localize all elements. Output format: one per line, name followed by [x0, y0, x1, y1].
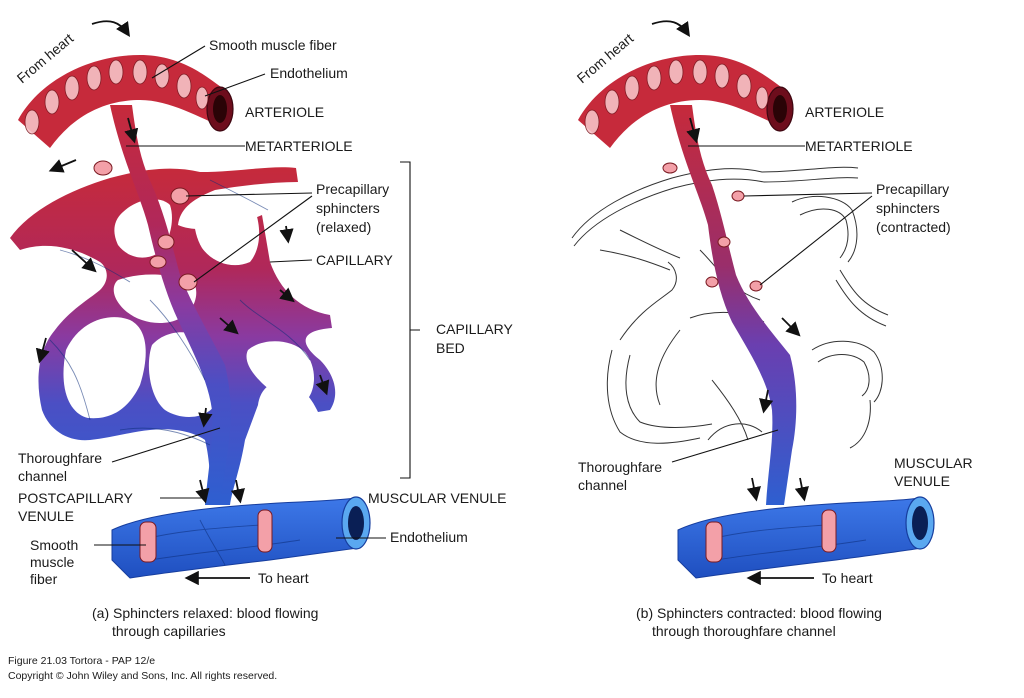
panel-a: From heart Smooth muscle fiber Endotheli…: [10, 20, 514, 639]
caption-a-2: through capillaries: [112, 623, 226, 639]
labels-a: From heart Smooth muscle fiber Endotheli…: [14, 30, 514, 639]
capillary-network-a: [10, 105, 336, 505]
to-heart-label-a: To heart: [258, 570, 309, 586]
credit-line-1: Figure 21.03 Tortora - PAP 12/e: [8, 655, 155, 667]
flow-arrows-a: [35, 20, 330, 586]
smooth-label-3: fiber: [30, 571, 58, 587]
metarteriole-label-a: METARTERIOLE: [245, 138, 353, 154]
capillary-bed-label-1: CAPILLARY: [436, 321, 513, 337]
capillary-bed-bracket: [400, 161, 420, 479]
panel-b: From heart ARTERIOLE METARTERIOLE Precap…: [571, 20, 973, 639]
postcapillary-label-1: POSTCAPILLARY: [18, 490, 134, 506]
precapillary-label-a-1: Precapillary: [316, 181, 389, 197]
precapillary-label-b-3: (contracted): [876, 219, 951, 235]
thoroughfare-label-a-1: Thoroughfare: [18, 450, 102, 466]
precapillary-label-b-2: sphincters: [876, 200, 940, 216]
precapillary-sphincters-b: [662, 162, 763, 292]
postcapillary-label-2: VENULE: [18, 508, 74, 524]
flow-arrows-b: [651, 20, 814, 586]
smooth-muscle-fiber-label: Smooth muscle fiber: [209, 37, 337, 53]
capillary-label: CAPILLARY: [316, 252, 393, 268]
muscular-venule-label-b-2: VENULE: [894, 473, 950, 489]
thoroughfare-channel-b: [670, 105, 797, 505]
caption-a-1: (a) Sphincters relaxed: blood flowing: [92, 605, 318, 621]
arteriole-label-b: ARTERIOLE: [805, 104, 884, 120]
muscular-venule-label-b-1: MUSCULAR: [894, 455, 973, 471]
figure-credit: Figure 21.03 Tortora - PAP 12/e Copyrigh…: [8, 655, 277, 682]
caption-b-2: through thoroughfare channel: [652, 623, 836, 639]
precapillary-label-a-3: (relaxed): [316, 219, 371, 235]
endothelium-bottom-label: Endothelium: [390, 529, 468, 545]
to-heart-label-b: To heart: [822, 570, 873, 586]
caption-b-1: (b) Sphincters contracted: blood flowing: [636, 605, 882, 621]
pointer-lines-b: [671, 145, 873, 463]
precapillary-label-b-1: Precapillary: [876, 181, 949, 197]
arteriole-b: [578, 55, 794, 148]
thoroughfare-label-b-2: channel: [578, 477, 627, 493]
thoroughfare-label-b-1: Thoroughfare: [578, 459, 662, 475]
capillary-network-b: [571, 166, 889, 449]
credit-line-2: Copyright © John Wiley and Sons, Inc. Al…: [8, 670, 277, 682]
smooth-label-1: Smooth: [30, 537, 78, 553]
muscular-venule-label-a: MUSCULAR VENULE: [368, 490, 506, 506]
capillary-bed-label-2: BED: [436, 340, 465, 356]
pointer-lines-a: [94, 45, 386, 546]
metarteriole-label-b: METARTERIOLE: [805, 138, 913, 154]
thoroughfare-label-a-2: channel: [18, 468, 67, 484]
arteriole-label-a: ARTERIOLE: [245, 104, 324, 120]
muscular-venule-b: [677, 496, 935, 579]
precapillary-label-a-2: sphincters: [316, 200, 380, 216]
muscular-venule-a: [111, 496, 371, 579]
endothelium-top-label: Endothelium: [270, 65, 348, 81]
smooth-label-2: muscle: [30, 554, 75, 570]
